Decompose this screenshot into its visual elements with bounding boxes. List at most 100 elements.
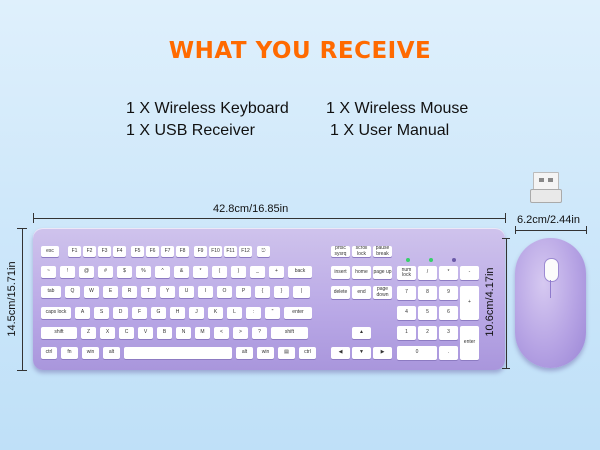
keyboard-key: ( <box>212 266 227 278</box>
keyboard-key: alt <box>236 347 253 359</box>
keyboard-key: num lock <box>397 266 416 280</box>
keyboard-key: Q <box>65 286 80 298</box>
keyboard-key: # <box>98 266 113 278</box>
keyboard-key: S <box>94 307 109 319</box>
keyboard-key: F2 <box>83 246 96 257</box>
usb-body <box>530 189 562 203</box>
keyboard-key: F9 <box>194 246 207 257</box>
keyboard-key: - <box>460 266 479 280</box>
keyboard-key: * <box>193 266 208 278</box>
keyboard-key: F11 <box>224 246 237 257</box>
keyboard-key: page up <box>373 266 392 279</box>
keyboard-key: ! <box>60 266 75 278</box>
keyboard-key: M <box>195 327 210 339</box>
keyboard-key: | <box>293 286 310 298</box>
keyboard-key: 7 <box>397 286 416 300</box>
keyboard-width-tick-left <box>33 213 34 223</box>
keyboard-key: prtsc sysrq <box>331 246 350 257</box>
keyboard-key: F <box>132 307 147 319</box>
keyboard-key: @ <box>79 266 94 278</box>
keyboard-key <box>124 347 232 359</box>
keyboard-key: 4 <box>397 306 416 320</box>
keyboard-key: A <box>75 307 90 319</box>
indicator-led <box>406 258 410 262</box>
keyboard-key: 8 <box>418 286 437 300</box>
keyboard-key: ? <box>252 327 267 339</box>
keyboard-key: C <box>119 327 134 339</box>
keyboard-key: I <box>198 286 213 298</box>
keyboard-key: % <box>136 266 151 278</box>
keyboard-key: F10 <box>209 246 222 257</box>
scroll-wheel <box>544 258 559 282</box>
keyboard-height-label: 14.5cm/15.71in <box>6 261 18 337</box>
keyboard-key: 3 <box>439 326 458 340</box>
mouse-width-label: 6.2cm/2.44in <box>517 214 580 226</box>
keyboard-key: back <box>288 266 312 278</box>
keyboard-key: insert <box>331 266 350 279</box>
keyboard-key: _ <box>250 266 265 278</box>
keyboard-key: $ <box>117 266 132 278</box>
keyboard-key: T <box>141 286 156 298</box>
keyboard-key: alt <box>103 347 120 359</box>
keyboard-key: F3 <box>98 246 111 257</box>
item-keyboard: 1 X Wireless Keyboard <box>126 100 289 117</box>
keyboard-width-tick-right <box>505 213 506 223</box>
keyboard-key: } <box>274 286 289 298</box>
keyboard-key: ▶ <box>373 347 392 359</box>
keyboard-key: . <box>439 346 458 360</box>
wireless-mouse <box>515 238 586 368</box>
keyboard-width-label: 42.8cm/16.85in <box>213 203 289 215</box>
keyboard-key: 1 <box>397 326 416 340</box>
keyboard-key: ◀ <box>331 347 350 359</box>
keyboard-key: esc <box>41 246 59 257</box>
keyboard-key: + <box>460 286 479 320</box>
keyboard-key: B <box>157 327 172 339</box>
keyboard-key: enter <box>460 326 479 360</box>
keyboard-key: F6 <box>146 246 159 257</box>
mouse-height-tick-top <box>502 238 510 239</box>
keyboard-key: shift <box>271 327 308 339</box>
keyboard-key: K <box>208 307 223 319</box>
keyboard-key: F4 <box>113 246 126 257</box>
keyboard-key: F12 <box>239 246 252 257</box>
keyboard-key: 2 <box>418 326 437 340</box>
item-receiver: 1 X USB Receiver <box>126 122 255 139</box>
mouse-button-split <box>550 280 551 298</box>
keyboard-key: ▲ <box>352 327 371 339</box>
keyboard-key: P <box>236 286 251 298</box>
item-manual: 1 X User Manual <box>330 122 450 139</box>
keyboard-key: W <box>84 286 99 298</box>
keyboard-key: / <box>418 266 437 280</box>
mouse-width-tick-right <box>586 226 587 234</box>
keyboard-key: ▤ <box>278 347 295 359</box>
keyboard-key: ctrl <box>41 347 57 359</box>
keyboard-key: F1 <box>68 246 81 257</box>
keyboard-key: ) <box>231 266 246 278</box>
keyboard-key: scroll lock <box>352 246 371 257</box>
keyboard-key: F5 <box>131 246 144 257</box>
page-title: WHAT YOU RECEIVE <box>168 38 432 64</box>
keyboard-key: N <box>176 327 191 339</box>
keyboard-key: X <box>100 327 115 339</box>
keyboard-key: R <box>122 286 137 298</box>
keyboard-key: { <box>255 286 270 298</box>
keyboard-height-tick-bottom <box>17 370 27 371</box>
item-mouse: 1 X Wireless Mouse <box>326 100 469 117</box>
keyboard-key: caps lock <box>41 307 71 319</box>
keyboard-key: ⎋ <box>257 246 270 257</box>
indicator-led <box>429 258 433 262</box>
keyboard-key: enter <box>284 307 312 319</box>
keyboard-key: shift <box>41 327 77 339</box>
keyboard-key: 6 <box>439 306 458 320</box>
keyboard-key: > <box>233 327 248 339</box>
keyboard-key: ctrl <box>299 347 316 359</box>
keyboard-key: D <box>113 307 128 319</box>
mouse-height-line <box>506 238 507 368</box>
keyboard-key: < <box>214 327 229 339</box>
mouse-height-tick-bottom <box>502 368 510 369</box>
keyboard-key: E <box>103 286 118 298</box>
keyboard-height-line <box>22 228 23 370</box>
keyboard-key: tab <box>41 286 61 298</box>
keyboard-key: V <box>138 327 153 339</box>
